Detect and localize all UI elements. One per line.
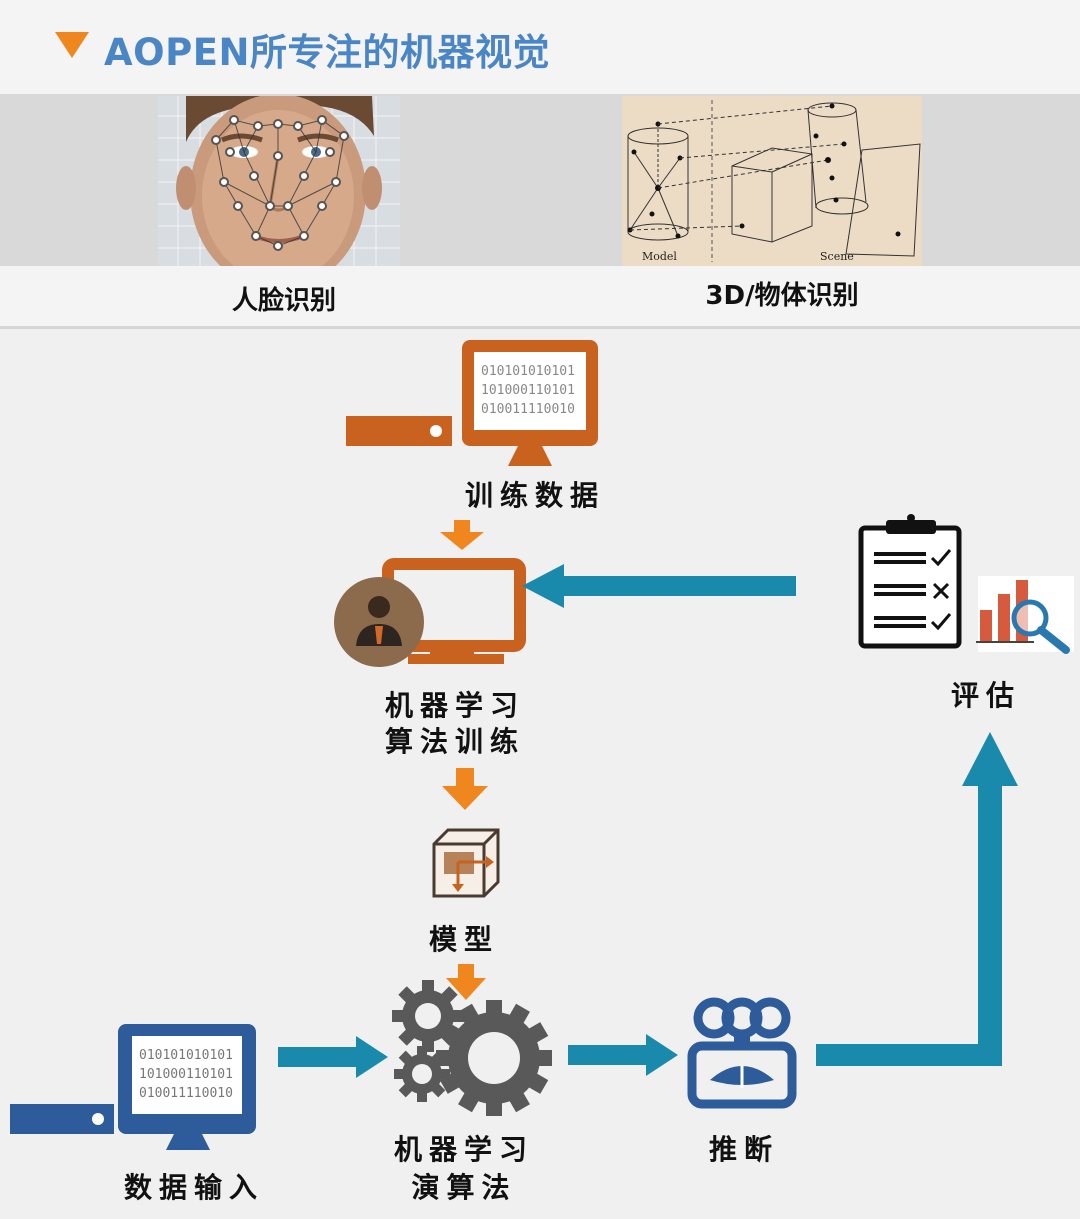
model-label: 模型 bbox=[428, 923, 499, 956]
ml-training-computer-icon bbox=[334, 558, 526, 667]
ml-algorithm-label-line2: 演算法 bbox=[411, 1171, 517, 1204]
down-arrow-icon bbox=[442, 768, 488, 810]
page-title: AOPEN所专注的机器视觉 bbox=[104, 31, 550, 74]
object-recognition-caption: 3D/物体识别 bbox=[705, 281, 859, 311]
right-arrow-icon bbox=[278, 1036, 388, 1078]
3d-model-scene-figure-icon: Model Scene bbox=[622, 96, 922, 266]
right-arrow-icon bbox=[568, 1034, 678, 1076]
evaluation-label: 评估 bbox=[950, 679, 1021, 712]
model-figure-label: Model bbox=[642, 250, 677, 263]
ml-training-label-line1: 机器学习 bbox=[384, 689, 525, 722]
title-triangle-icon bbox=[55, 32, 89, 58]
ml-training-label-line2: 算法训练 bbox=[384, 725, 525, 758]
data-input-binary: 010101010101 101000110101 010011110010 bbox=[139, 1048, 233, 1101]
evaluation-clipboard-icon bbox=[858, 514, 1074, 654]
up-arrow-icon bbox=[816, 732, 1018, 1066]
face-recognition-caption: 人脸识别 bbox=[231, 286, 336, 316]
gears-icon bbox=[392, 980, 552, 1116]
caption-band bbox=[0, 266, 1080, 329]
title-bar: AOPEN所专注的机器视觉 bbox=[0, 0, 1080, 94]
training-data-binary: 010101010101 101000110101 010011110010 bbox=[481, 364, 575, 417]
training-data-label: 训练数据 bbox=[464, 479, 605, 512]
feedback-arrow-icon bbox=[522, 564, 796, 608]
training-data-computer-icon bbox=[346, 340, 598, 466]
ml-algorithm-label-line1: 机器学习 bbox=[393, 1133, 534, 1166]
data-input-computer-icon bbox=[10, 1024, 256, 1150]
data-input-label: 数据输入 bbox=[123, 1171, 264, 1204]
scene-figure-label: Scene bbox=[820, 250, 854, 263]
face-landmark-photo-icon bbox=[158, 96, 400, 266]
inference-icon bbox=[687, 997, 797, 1109]
model-box-icon bbox=[432, 828, 500, 898]
down-arrow-icon bbox=[446, 964, 486, 1000]
down-arrow-icon bbox=[440, 520, 484, 550]
inference-label: 推断 bbox=[708, 1133, 779, 1166]
